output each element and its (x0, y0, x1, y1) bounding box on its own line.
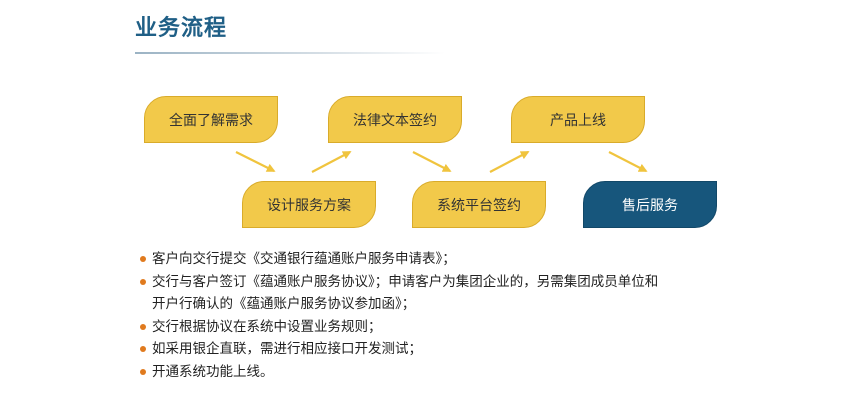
bullet-dot-icon (140, 368, 146, 375)
note-text: 客户向交行提交《交通银行蕴通账户服务申请表》； (152, 251, 456, 267)
arrow-4-to-2 (311, 151, 352, 173)
bullet-dot-icon (140, 256, 146, 262)
bullet-dot-icon (140, 346, 146, 352)
arrow-3-to-6 (608, 151, 648, 172)
note-text: 交行与客户签订《蕴通账户服务协议》；申请客户为集团企业的，另需集团成员单位和 (152, 273, 659, 290)
bullet-dot-icon (140, 323, 146, 330)
note-item: 交行与客户签订《蕴通账户服务协议》；申请客户为集团企业的，另需集团成员单位和 (140, 271, 658, 294)
step-understand-needs: 全面了解需求 (144, 96, 278, 143)
step-after-sales: 售后服务 (583, 181, 717, 228)
page-title: 业务流程 (135, 16, 228, 41)
note-item: 开通系统功能上线。 (140, 361, 658, 384)
arrow-2-to-5 (412, 151, 452, 172)
step-platform-signing: 系统平台签约 (412, 181, 546, 228)
step-design-plan: 设计服务方案 (242, 181, 376, 228)
note-text: 开通系统功能上线。 (152, 363, 274, 380)
note-item-continuation: 开户行确认的《蕴通账户服务协议参加函》； (140, 293, 658, 316)
bullet-dot-icon (140, 278, 146, 285)
note-item: 交行根据协议在系统中设置业务规则； (140, 316, 658, 339)
arrow-5-to-3 (489, 151, 530, 173)
step-legal-signing: 法律文本签约 (328, 96, 462, 143)
note-text: 开户行确认的《蕴通账户服务协议参加函》； (152, 296, 416, 312)
title-underline (135, 52, 445, 54)
note-text: 如采用银企直联，需进行相应接口开发测试； (152, 341, 422, 357)
arrow-1-to-4 (235, 151, 276, 172)
note-text: 交行根据协议在系统中设置业务规则； (152, 318, 382, 335)
process-notes: 客户向交行提交《交通银行蕴通账户服务申请表》； 交行与客户签订《蕴通账户服务协议… (140, 248, 658, 383)
note-item: 如采用银企直联，需进行相应接口开发测试； (140, 338, 658, 361)
step-product-launch: 产品上线 (511, 96, 645, 143)
note-item: 客户向交行提交《交通银行蕴通账户服务申请表》； (140, 248, 658, 271)
